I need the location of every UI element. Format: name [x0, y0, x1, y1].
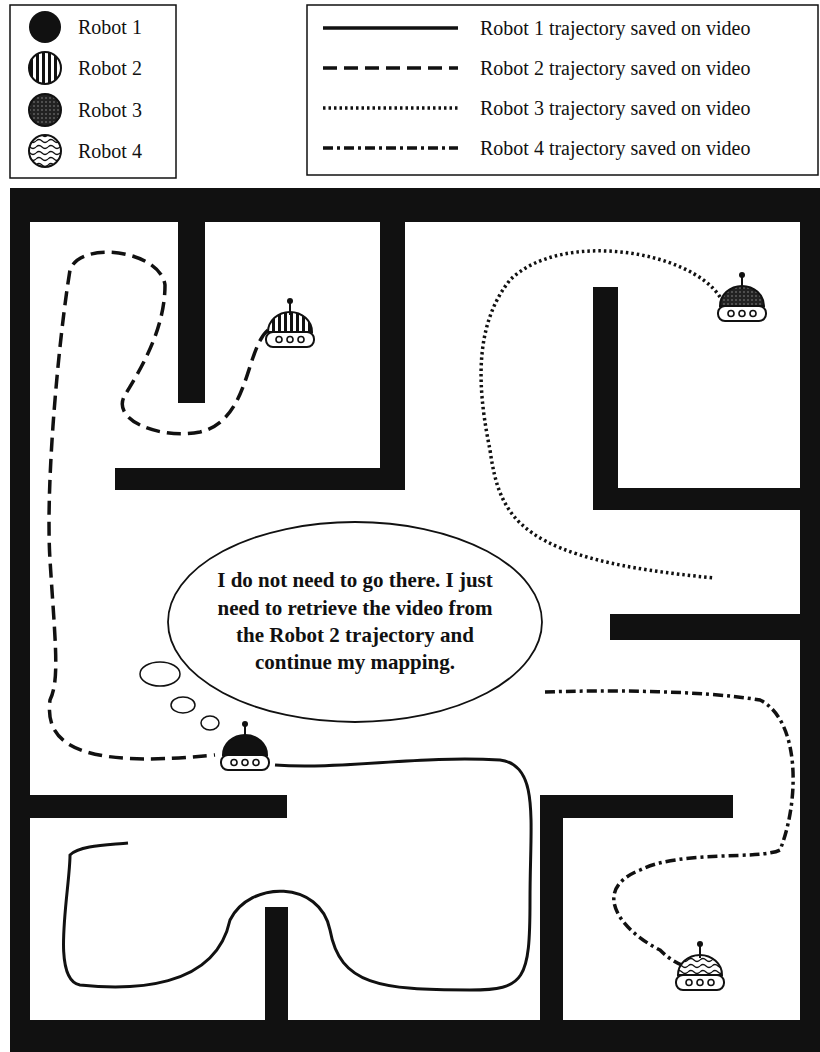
legend-sample	[29, 11, 61, 43]
robot1-trajectory	[63, 759, 531, 990]
legend-box	[10, 5, 176, 178]
legend-sample	[29, 52, 61, 84]
thought-dot	[171, 697, 195, 713]
legend-sample	[323, 66, 458, 70]
legend-sample	[323, 26, 458, 30]
thought-bubble: I do not need to go there. I just need t…	[168, 522, 542, 722]
legend-label: Robot 2 trajectory saved on video	[480, 58, 751, 78]
maze-walls	[10, 188, 820, 1052]
robot3-trajectory	[481, 251, 720, 578]
legend-sample	[29, 135, 61, 167]
legend-sample	[29, 94, 61, 126]
robot4-trajectory	[545, 691, 793, 968]
legend-sample	[323, 146, 458, 150]
legend-label: Robot 1	[78, 17, 142, 37]
robot1-icon	[221, 721, 269, 770]
robot4-icon	[676, 941, 724, 990]
legend-sample	[323, 106, 458, 110]
legend-label: Robot 3	[78, 100, 142, 120]
thought-dot	[140, 662, 180, 686]
bubble-outline	[166, 520, 544, 724]
bubble-ellipse	[168, 522, 542, 722]
legend-label: Robot 4	[78, 141, 142, 161]
thought-text: I do not need to go there. I just need t…	[205, 567, 505, 676]
legend-box	[307, 5, 818, 175]
robot2-icon	[266, 298, 314, 347]
legend-label: Robot 1 trajectory saved on video	[480, 18, 751, 38]
thought-dot	[201, 716, 219, 730]
legend-label: Robot 2	[78, 58, 142, 78]
legend-label: Robot 4 trajectory saved on video	[480, 138, 751, 158]
robot3-icon	[718, 272, 766, 321]
legend-label: Robot 3 trajectory saved on video	[480, 98, 751, 118]
